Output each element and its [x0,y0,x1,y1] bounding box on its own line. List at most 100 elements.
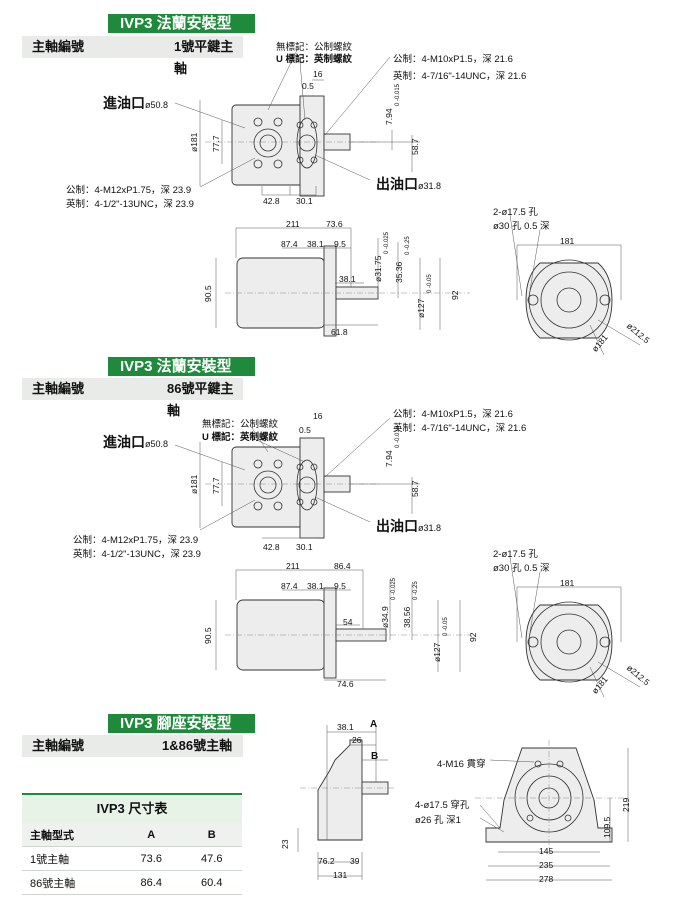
foot-side-view [297,725,395,880]
note-metric-bot: 公制：4-M12xP1.75，深 23.9 [66,185,192,196]
dim-31-75-tol: 0 -0.025 [384,231,390,254]
dim2-87-4: 87.4 [281,581,298,591]
dim-181-end: 181 [560,236,575,246]
dim-30-1: 30.1 [296,196,313,206]
table-cell-a: 73.6 [121,846,182,871]
note-thru: 4-ø17.5 穿孔 [415,800,470,811]
note-m16: 4-M16 貫穿 [437,759,486,770]
inlet-size: ø50.8 [145,100,169,110]
section2-row: 主軸編號 86號平鍵主軸 [22,378,243,418]
dim-38-1b: 38.1 [339,274,356,284]
note-u-mark: U 標記：英制螺紋 [276,54,353,65]
table-cell-b: 60.4 [181,870,242,895]
section1-row: 主軸編號 1號平鍵主軸 [22,36,243,76]
dim-127: ø127 [416,298,426,318]
dim-7-94-tol: 0 -0.015 [395,83,401,106]
dim2-38-56-tol: 0 -0.25 [413,581,419,600]
section2-row-left: 主軸編號 [32,381,85,396]
outlet-size: ø31.8 [418,181,442,191]
dim2-58-7: 58.7 [410,480,420,497]
dim2-38-56: 38.56 [402,606,412,628]
note2-imperial-top: 英制：4-7/16"-14UNC，深 21.6 [393,423,527,434]
dim3-278: 278 [539,874,554,884]
side-view-2 [215,569,470,681]
table-cell-type: 1號主軸 [22,846,121,871]
dim-31-75: ø31.75 [373,255,383,282]
section3-row-right: 1&86號主軸 [162,738,233,753]
dim-73-6: 73.6 [326,219,343,229]
inlet2-size: ø50.8 [145,439,169,449]
outlet-label: 出油口ø31.8 [376,174,441,194]
dim-35-36-tol: 0 -0.25 [405,236,411,255]
table-cell-a: 86.4 [121,870,182,895]
note-cbore2: ø26 孔 深1 [415,815,461,826]
dim3-76-2: 76.2 [318,856,335,866]
section3-title: IVP3 腳座安裝型 [108,714,255,733]
note-no-mark: 無標記：公制螺紋 [276,42,353,53]
dim2-74-6: 74.6 [337,679,354,689]
dim2-54: 54 [343,617,353,627]
dim3-131: 131 [333,870,348,880]
note-metric-top: 公制：4-M10xP1.5，深 21.6 [393,54,513,65]
note2-no-mark: 無標記：公制螺紋 [202,419,279,430]
outlet2-text: 出油口 [376,518,418,534]
section3-row: 主軸編號 1&86號主軸 [22,735,243,757]
size-table-header-b: B [181,823,242,847]
inlet2-label: 進油口ø50.8 [103,432,168,452]
inlet-label: 進油口ø50.8 [103,93,168,113]
dim2-9-5: 9.5 [334,581,346,591]
dim3-109-5: 109.5 [602,816,612,838]
section2-row-right: 86號平鍵主軸 [167,381,234,418]
outlet2-label: 出油口ø31.8 [376,516,441,536]
table-row: 1號主軸 73.6 47.6 [22,846,242,871]
size-table-header: 主軸型式 A B [22,823,242,847]
size-table-title: IVP3 尺寸表 [22,793,242,823]
dim-16: 16 [313,69,323,79]
note2-u-mark: U 標記：英制螺紋 [202,432,279,443]
dim3-38-1: 38.1 [337,722,354,732]
note2-metric-bot: 公制：4-M12xP1.75，深 23.9 [73,535,199,546]
size-table-header-type: 主軸型式 [22,823,121,847]
front-view-1 [174,47,420,197]
dim2-127-tol: 0 -0.05 [443,617,449,636]
dim-58-7: 58.7 [410,138,420,155]
dim-0-5: 0.5 [302,81,314,91]
dim2-86-4: 86.4 [334,561,351,571]
dim3-145: 145 [539,846,554,856]
dim-42-8: 42.8 [263,196,280,206]
section1-row-left: 主軸編號 [32,39,85,54]
dim3-23: 23 [280,839,290,849]
dim2-30-1: 30.1 [296,542,313,552]
note-imperial-bot: 英制：4-1/2"-13UNC，深 23.9 [66,199,194,210]
table-row: 86號主軸 86.4 60.4 [22,870,242,895]
note2-metric-top: 公制：4-M10xP1.5，深 21.6 [393,409,513,420]
dim3-26: 26 [352,735,362,745]
note2-cbore: ø30 孔 0.5 深 [493,563,550,574]
dim-35-36: 35.36 [394,261,404,283]
dim2-7-94: 7.94 [384,450,394,467]
front-view-2 [174,417,420,539]
outlet-text: 出油口 [376,176,418,192]
side-view-1 [215,227,470,337]
table-cell-type: 86號主軸 [22,870,121,895]
dim2-16: 16 [313,411,323,421]
dim2-0-5: 0.5 [299,425,311,435]
dim3-39: 39 [350,856,360,866]
outlet2-size: ø31.8 [418,523,442,533]
dim-7-94: 7.94 [384,108,394,125]
dim2-34-9: ø34.9 [380,606,390,628]
dim2-7-94-tol: 0 -0.015 [395,425,401,448]
note2-imperial-bot: 英制：4-1/2"-13UNC，深 23.9 [73,549,201,560]
dim-38-1: 38.1 [307,239,324,249]
dim-127-tol: 0 -0.05 [427,274,433,293]
dim-87-4: 87.4 [281,239,298,249]
section1-row-right: 1號平鍵主軸 [174,39,234,76]
dim-90-5: 90.5 [203,285,213,302]
dim2-211: 211 [286,561,300,571]
dim2-181-end: 181 [560,578,575,588]
foot-front-view [475,740,629,881]
dim2-77-7: 77.7 [211,477,221,494]
dim2-181: ø181 [189,474,199,494]
size-table: IVP3 尺寸表 主軸型式 A B 1號主軸 73.6 47.6 86號主軸 8… [22,793,242,895]
